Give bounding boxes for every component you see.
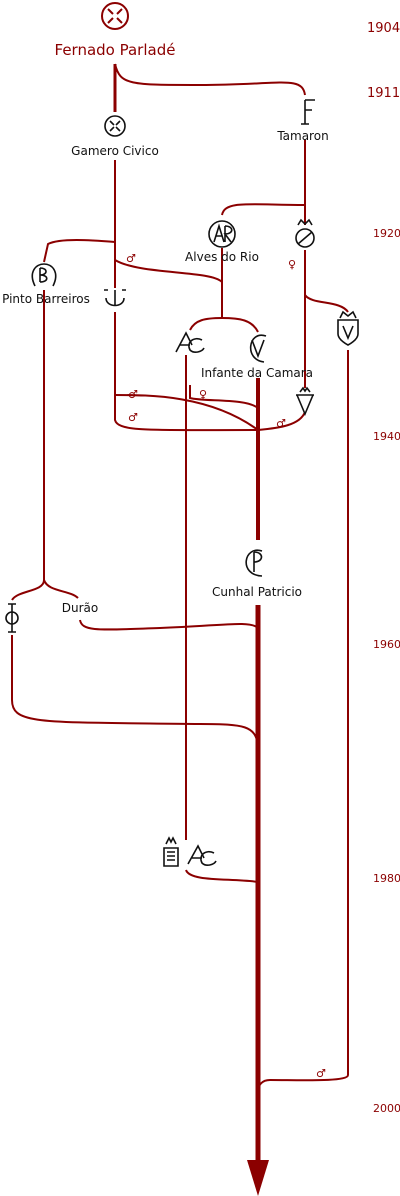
line-y-cross (114, 394, 259, 431)
line-root-tamaron (114, 63, 306, 96)
line-alves-right (221, 317, 259, 333)
iron-mark-icon (187, 844, 217, 866)
node-label: Durão (62, 601, 98, 615)
male-marker: ♂ (126, 252, 136, 265)
iron-mark-icon (101, 2, 129, 30)
node-alves: Alves do Rio (185, 220, 259, 264)
tower-icon (163, 836, 179, 867)
node-label: Infante da Camara (201, 366, 313, 380)
node-vega (337, 310, 359, 346)
line-durao-icon-merge (11, 635, 259, 746)
year-1940: 1940 (373, 430, 400, 443)
iron-mark-icon (5, 603, 19, 633)
year-1911: 1911 (367, 86, 400, 101)
line-ac-late-merge (185, 869, 259, 883)
iron-mark-icon (104, 115, 126, 137)
node-infante: Infante da Camara (201, 334, 313, 380)
crowned-shield-icon (337, 310, 359, 346)
year-1960: 1960 (373, 638, 400, 651)
node-tamaron-descendant (295, 218, 315, 248)
female-marker: ♀ (288, 258, 296, 271)
line-pinto-durao (43, 579, 79, 599)
node-label: Gamero Civico (71, 144, 159, 158)
node-cunhal: Cunhal Patricio (212, 549, 302, 599)
line-tamaron-vega (304, 294, 349, 313)
line-gamero-infante (114, 259, 223, 283)
iron-mark-icon (175, 331, 205, 353)
crowned-ring-icon (295, 218, 315, 248)
line-vega-trunk (257, 350, 349, 1093)
iron-mark-icon (31, 263, 57, 287)
female-marker: ♀ (199, 388, 207, 401)
node-label: Tamaron (276, 129, 328, 143)
male-marker: ♂ (316, 1067, 326, 1080)
year-2000: 2000 (373, 1102, 400, 1115)
node-root: Fernado Parladé (55, 2, 176, 59)
node-label: Fernado Parladé (55, 41, 176, 59)
sex-markers: ♂ ♀ ♂ ♀ ♂ ♂ ♂ (126, 252, 326, 1080)
hook-mark-icon (104, 289, 126, 307)
line-alves-left (189, 317, 223, 331)
year-1920: 1920 (373, 227, 400, 240)
line-gamero-pinto (43, 239, 116, 263)
node-pinto: Pinto Barreiros (2, 263, 90, 306)
line-durao-merge (79, 619, 259, 631)
iron-mark-icon (249, 334, 267, 363)
line-pinto-trunk (11, 290, 45, 601)
node-v-small (296, 386, 314, 417)
timeline-arrow (247, 1160, 269, 1196)
v-mark-icon (296, 386, 314, 417)
node-ac-late (163, 836, 217, 867)
line-ac-cross (189, 385, 259, 409)
iron-mark-icon (245, 549, 263, 577)
node-durao: Durão (5, 601, 98, 633)
line-tamaron-alves (221, 203, 306, 216)
line-v-small (257, 411, 306, 431)
node-gamero: Gamero Civico (71, 115, 159, 158)
node-y-hook (104, 289, 126, 307)
iron-mark-icon (301, 99, 315, 125)
male-marker: ♂ (128, 411, 138, 424)
line-y-trunk (114, 312, 259, 432)
lineage-lines (11, 63, 349, 1196)
node-label: Cunhal Patricio (212, 585, 302, 599)
node-label: Alves do Rio (185, 250, 259, 264)
node-label: Pinto Barreiros (2, 292, 90, 306)
node-tamaron: Tamaron (276, 99, 329, 143)
male-marker: ♂ (276, 417, 286, 430)
year-1980: 1980 (373, 872, 400, 885)
iron-mark-icon (208, 220, 236, 248)
male-marker: ♂ (128, 388, 138, 401)
year-1904: 1904 (367, 21, 400, 36)
node-ac (175, 331, 205, 353)
